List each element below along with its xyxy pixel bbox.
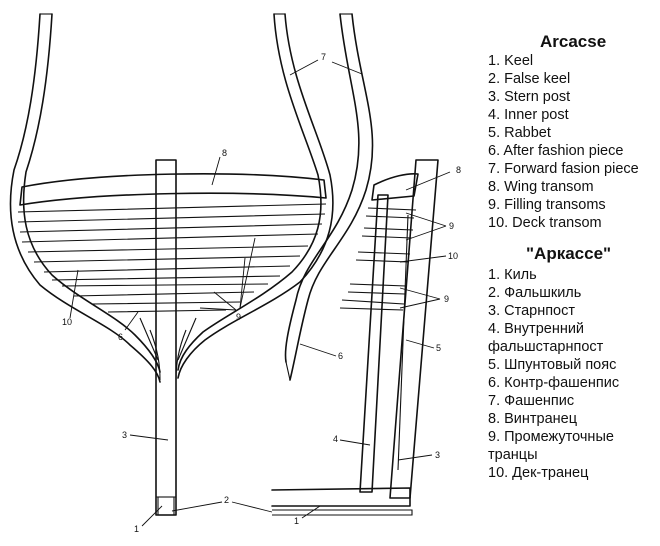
- callout-3-side: 3: [435, 450, 440, 460]
- legend-item-ru-3: 3. Старнпост: [488, 303, 576, 319]
- callout-8-side: 8: [456, 165, 461, 175]
- legend-item-en-4: 4. Inner post: [488, 107, 569, 123]
- callout-4: 4: [333, 434, 338, 444]
- false-keel-end: [157, 496, 175, 516]
- legend-item-ru-9: 9. Промежуточные транцы: [488, 429, 614, 463]
- callout-6-side: 6: [338, 351, 343, 361]
- legend-item-ru-2: 2. Фальшкиль: [488, 285, 582, 301]
- callout-5: 5: [436, 343, 441, 353]
- inner-fashion-piece-left: [22, 13, 161, 373]
- legend-item-ru-7: 7. Фашенпис: [488, 393, 575, 409]
- legend-item-ru-1: 1. Киль: [488, 267, 537, 283]
- legend-item-en-10: 10. Deck transom: [488, 215, 602, 231]
- wing-transom: [19, 173, 327, 206]
- callout-10-front: 10: [62, 317, 72, 327]
- side-inner-post: [359, 194, 389, 493]
- filling-transom-3: [27, 245, 309, 263]
- legend-title-ru: "Аркассе": [526, 244, 612, 263]
- callout-1-side: 1: [294, 516, 299, 526]
- legend-title-en: Arcacse: [540, 32, 607, 51]
- callout-9-front: 9: [236, 312, 241, 322]
- legend-item-en-8: 8. Wing transom: [488, 179, 594, 195]
- stern-post: [155, 159, 177, 516]
- side-wing-transom: [371, 173, 419, 201]
- legend-item-ru-8: 8. Винтранец: [488, 411, 578, 427]
- legend-item-ru-4: 4. Внутренний фальшстарнпост: [488, 321, 604, 355]
- callout-7: 7: [321, 52, 326, 62]
- legend-panel: Arcacse 1. Keel 2. False keel 3. Stern p…: [478, 0, 658, 546]
- inner-fashion-piece-right: [177, 13, 322, 371]
- callout-6-front: 6: [118, 332, 123, 342]
- side-view: [271, 13, 439, 516]
- legend-item-ru-6: 6. Контр-фашенпис: [488, 375, 620, 391]
- callout-9-side-lower: 9: [444, 294, 449, 304]
- filling-transom-5: [91, 301, 241, 313]
- outer-fashion-piece-right: [177, 13, 334, 379]
- stern-frame-drawing: 8 9 10 6 3 2 1 7: [9, 13, 461, 534]
- legend-item-en-7: 7. Forward fasion piece: [488, 161, 639, 177]
- legend-item-en-3: 3. Stern post: [488, 89, 571, 105]
- callouts: 8 9 10 6 3 2 1 7: [62, 52, 461, 534]
- side-keel: [271, 487, 411, 507]
- callout-10-side: 10: [448, 251, 458, 261]
- legend-item-en-5: 5. Rabbet: [488, 125, 551, 141]
- legend-item-en-2: 2. False keel: [488, 71, 571, 87]
- legend-item-en-9: 9. Filling transoms: [488, 197, 606, 213]
- callout-9-side-upper: 9: [449, 221, 454, 231]
- aft-view: [9, 13, 334, 516]
- legend-item-en-1: 1. Keel: [488, 53, 534, 69]
- side-stern-post: [389, 159, 439, 499]
- callout-8-front: 8: [222, 148, 227, 158]
- legend-item-ru-10: 10. Дек-транец: [488, 465, 589, 481]
- filling-transom-4: [43, 265, 291, 281]
- outer-fashion-piece-left: [9, 13, 161, 383]
- callout-1-front: 1: [134, 524, 139, 534]
- legend-item-en-6: 6. After fashion piece: [488, 143, 624, 159]
- filling-transom-1: [17, 203, 327, 223]
- forward-fashion-piece: [289, 13, 374, 381]
- filling-transom-2: [19, 223, 323, 243]
- deck-transom: [61, 283, 269, 297]
- callout-2: 2: [224, 495, 229, 505]
- callout-3-front: 3: [122, 430, 127, 440]
- legend-item-ru-5: 5. Шпунтовый пояс: [488, 357, 617, 373]
